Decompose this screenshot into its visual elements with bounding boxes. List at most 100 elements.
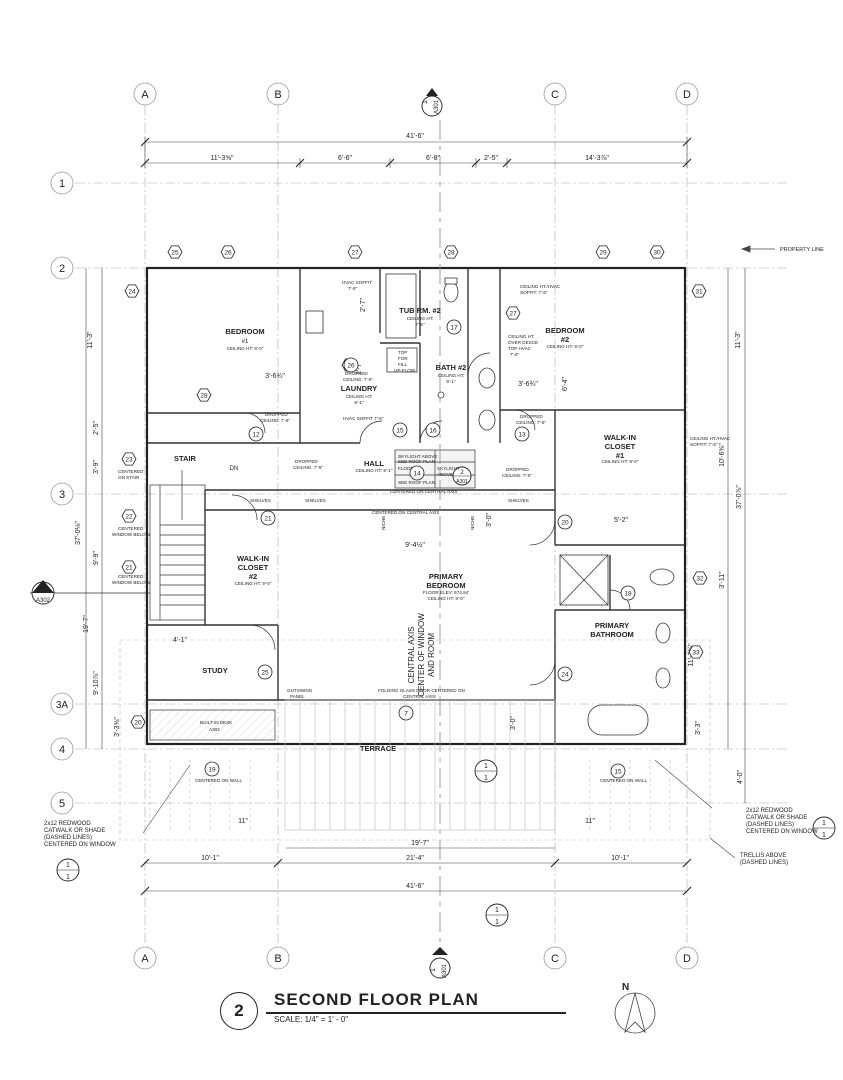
built-in-desk-zone [149, 709, 276, 741]
window-tag-label: 27 [351, 250, 359, 257]
dim-bottom-b: 21'-4" [406, 855, 424, 862]
grid-row-3a: 3A [56, 700, 69, 711]
window-tag: 33 [688, 645, 704, 659]
note-hall-panel-5: ABOVE [437, 472, 453, 477]
dim-bottom-left: 10'-1" [201, 855, 219, 862]
window-tag-label: 32 [696, 576, 704, 583]
elevation-tag-left: 1 1 [56, 858, 80, 882]
note-hvac-soffit-a: HVAC SOFFIT [342, 280, 372, 285]
note-centered-stair-2: ON STAIR [118, 475, 140, 480]
dim-left-4: 37'-0⅛" [75, 521, 82, 545]
window-tag-label: 15 [614, 769, 622, 776]
window-tag-label: 30 [653, 250, 661, 257]
window-tag-label: 18 [624, 591, 632, 598]
window-tag-label: 24 [561, 672, 569, 679]
note-hall-panel-2: SEE ROOF PLAN [398, 459, 435, 464]
note-over-bed2-2: OVER DESCE [508, 340, 538, 345]
window-tag: 24 [557, 666, 573, 682]
window-tag-shape [196, 388, 212, 402]
elevation-tag-center: 1 1 [474, 759, 498, 783]
grid-row-1: 1 [59, 178, 65, 190]
window-tag-label: 24 [128, 289, 136, 296]
room-stair-name: STAIR [174, 454, 197, 463]
window-tag-shape [260, 510, 276, 526]
window-tag-shape [248, 426, 264, 442]
room-wic1-sub2: #1 [616, 451, 624, 460]
room-bath2-ceiling: CEILING HT: [438, 373, 465, 378]
window-tag: 27 [505, 306, 521, 320]
room-bedroom1-name: BEDROOM [225, 327, 264, 336]
window-tag-label: 21 [125, 565, 133, 572]
dim-top-overall: 41'-6" [406, 133, 424, 140]
room-wic2-ceiling: CEILING HT: 9'-0" [235, 581, 272, 586]
window-tag-shape [443, 245, 459, 259]
room-bath2-name: BATH #2 [436, 363, 467, 372]
window-tag-shape [595, 245, 611, 259]
note-dropped-4-ceil: CEILING: 7'-6" [502, 473, 532, 478]
window-tag: 22 [121, 509, 137, 523]
dim-terrace-right: 11" [585, 818, 595, 825]
room-laundry-ceiling: CEILING HT: [346, 394, 373, 399]
window-tag-label: 20 [134, 720, 142, 727]
window-tag-shape [121, 560, 137, 574]
note-redwood-right-4: CENTERED ON WINDOW [746, 829, 818, 835]
dimension-lines [85, 137, 746, 892]
elev-center-sheet: 1 [484, 775, 488, 782]
window-tag: 25 [167, 245, 183, 259]
window-tag-label: 31 [695, 289, 703, 296]
window-tag: 30 [649, 245, 665, 259]
window-tag-label: 27 [509, 311, 517, 318]
grid-col-a-top: A [141, 89, 149, 101]
room-bedroom2-ceiling: CEILING HT: 9'-0" [547, 344, 584, 349]
note-dropped-3-ceil: CEILING: 7'-6" [343, 377, 373, 382]
note-window-below-1: CENTERED [118, 526, 144, 531]
elev-right-sheet: 1 [822, 832, 826, 839]
window-tag-label: 14 [413, 471, 421, 478]
note-top-load-3: FILL [398, 362, 408, 367]
note-redwood-left-2: CATWALK OR SHADE [44, 828, 105, 834]
dimension-ticks [140, 137, 692, 896]
room-tub-name: TUB RM. #2 [399, 306, 441, 315]
window-tag: 32 [692, 571, 708, 585]
note-redwood-right-1: 2x12 REDWOOD [746, 808, 793, 814]
window-tag: 17 [446, 319, 462, 335]
elev-center-num: 1 [484, 763, 488, 770]
dim-left-8: 3'-3⅝" [114, 717, 121, 737]
window-tag: 18 [620, 585, 636, 601]
section-tag-top-num: 1 [422, 100, 429, 104]
note-folding-door: FOLDING GLASS DOOR CENTERED ON [378, 688, 465, 693]
note-ceiling-hvac-a2: SOFFIT: 7'-6" [520, 290, 548, 295]
note-folding-door-2: CENTRAL AXIS [403, 694, 436, 699]
room-tub-ceiling: CEILING HT: [407, 316, 434, 321]
note-hall-panel-4: SKYLIGHT [437, 466, 460, 471]
room-study-name: STUDY [202, 666, 227, 675]
dim-bottom-right: 10'-1" [611, 855, 629, 862]
stair-dn-label: DN [230, 466, 239, 472]
window-tag-shape [124, 284, 140, 298]
note-shelves-1: SHELVES [250, 498, 271, 503]
elev-left-sheet: 1 [66, 874, 70, 881]
note-top-load-1: TOP [398, 350, 407, 355]
note-central-axis-1: CENTRAL AXIS [407, 626, 416, 683]
window-tag-shape [692, 571, 708, 585]
note-dropped-5: DROPPED [520, 414, 543, 419]
note-dropped-1: DROPPED [265, 412, 288, 417]
window-tag: 21 [260, 510, 276, 526]
note-dropped-2-ceil: CEILING: 7'-6" [293, 465, 323, 470]
note-redwood-left-1: 2x12 REDWOOD [44, 821, 91, 827]
note-niche-2: NICHE [470, 516, 475, 530]
window-tag: 28 [443, 245, 459, 259]
room-bath2-ceiling2: 9'-1" [446, 379, 456, 384]
window-tag-shape [347, 245, 363, 259]
window-tag-label: 25 [171, 250, 179, 257]
window-tag: 31 [691, 284, 707, 298]
room-primary-bed-sub: BEDROOM [426, 581, 465, 590]
window-tag-label: 26 [347, 363, 355, 370]
window-tag-label: 28 [447, 250, 455, 257]
note-shelves-2: SHELVES [305, 498, 326, 503]
dim-left-1: 11'-3" [87, 331, 94, 349]
note-outswing-2: PANEL [290, 694, 305, 699]
note-built-in-desk: BUILT-IN DESK [200, 720, 233, 725]
note-over-bed2-3: TOP HVAC [508, 346, 532, 351]
